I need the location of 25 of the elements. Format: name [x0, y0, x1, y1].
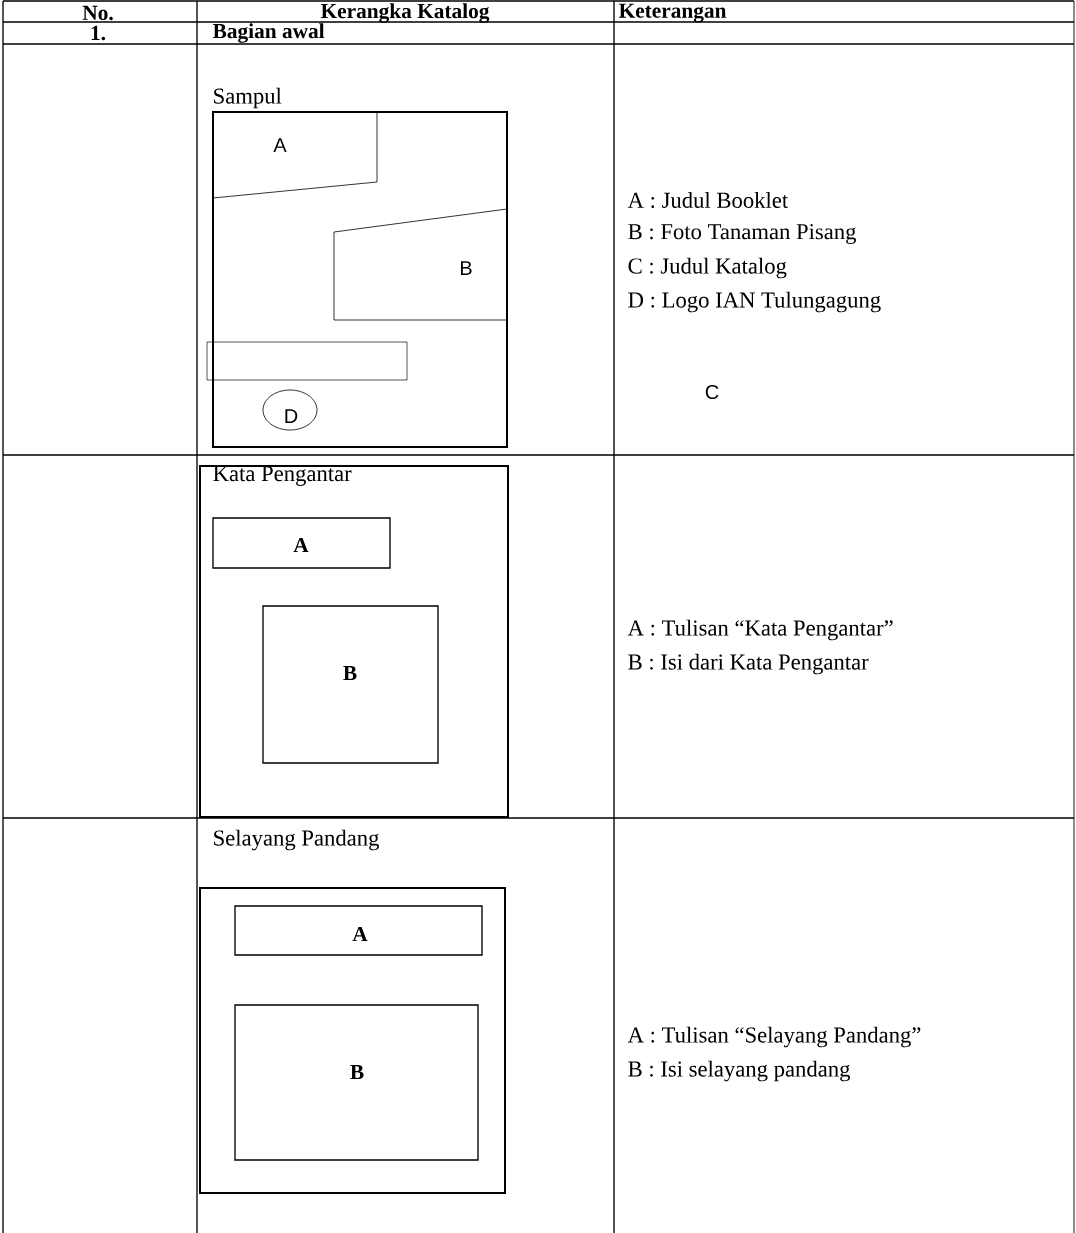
page-frame: [199, 465, 509, 818]
layout-box: A: [234, 905, 483, 956]
page-title: Selayang Pandang: [214, 829, 379, 851]
column-header: Kerangka Katalog: [320, 3, 490, 23]
legend-entry: A : Tulisan “Selayang Pandang”: [627, 1026, 921, 1048]
legend-entry: D : Logo IAN Tulungagung: [628, 291, 881, 313]
layout-box: A: [212, 517, 391, 569]
part-letter: C: [705, 384, 719, 400]
layout-box: B: [262, 605, 439, 764]
legend-entry: A : Judul Booklet: [627, 192, 789, 208]
section-heading: Bagian awal: [212, 23, 325, 43]
legend-entry: B : Foto Tanaman Pisang: [628, 224, 857, 244]
oval-area: D: [262, 389, 318, 431]
legend-entry: B : Isi selayang pandang: [628, 1060, 850, 1082]
legend-entry: C : Judul Katalog: [628, 257, 787, 279]
column-header: No.: [82, 5, 113, 21]
layout-area: B: [333, 208, 508, 321]
layout-box: B: [234, 1004, 479, 1161]
legend-entry: A : Tulisan “Kata Pengantar”: [627, 619, 893, 641]
column-header: Keterangan: [618, 3, 727, 23]
page-frame: [199, 887, 506, 1194]
row-number: 1.: [91, 25, 106, 41]
layout-area: A: [212, 111, 378, 199]
legend-entry: B : Isi dari Kata Pengantar: [628, 653, 869, 675]
page-frame: [212, 111, 508, 448]
